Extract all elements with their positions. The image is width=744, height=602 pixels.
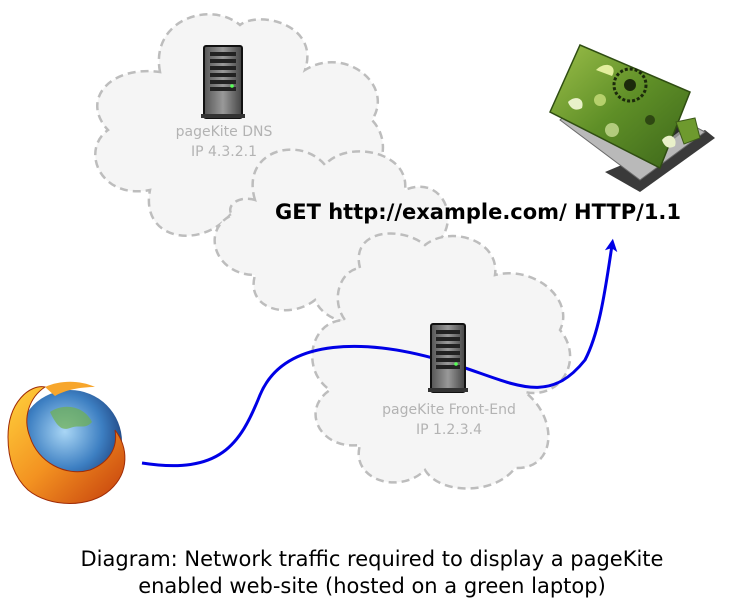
caption-line-1: Diagram: Network traffic required to dis… [80, 547, 664, 571]
diagram-caption: Diagram: Network traffic required to dis… [0, 546, 744, 600]
caption-line-2: enabled web-site (hosted on a green lapt… [138, 574, 606, 598]
green-laptop-icon [549, 44, 715, 192]
server-tower-icon [201, 45, 245, 119]
server-tower-icon [428, 323, 468, 393]
http-request-label: GET http://example.com/ HTTP/1.1 [275, 200, 681, 224]
frontend-server-ip: IP 1.2.3.4 [416, 422, 482, 438]
dns-server-ip: IP 4.3.2.1 [191, 144, 257, 160]
frontend-server-name: pageKite Front-End [382, 402, 516, 418]
dns-server-name: pageKite DNS [176, 124, 273, 140]
firefox-browser-icon [7, 381, 126, 504]
